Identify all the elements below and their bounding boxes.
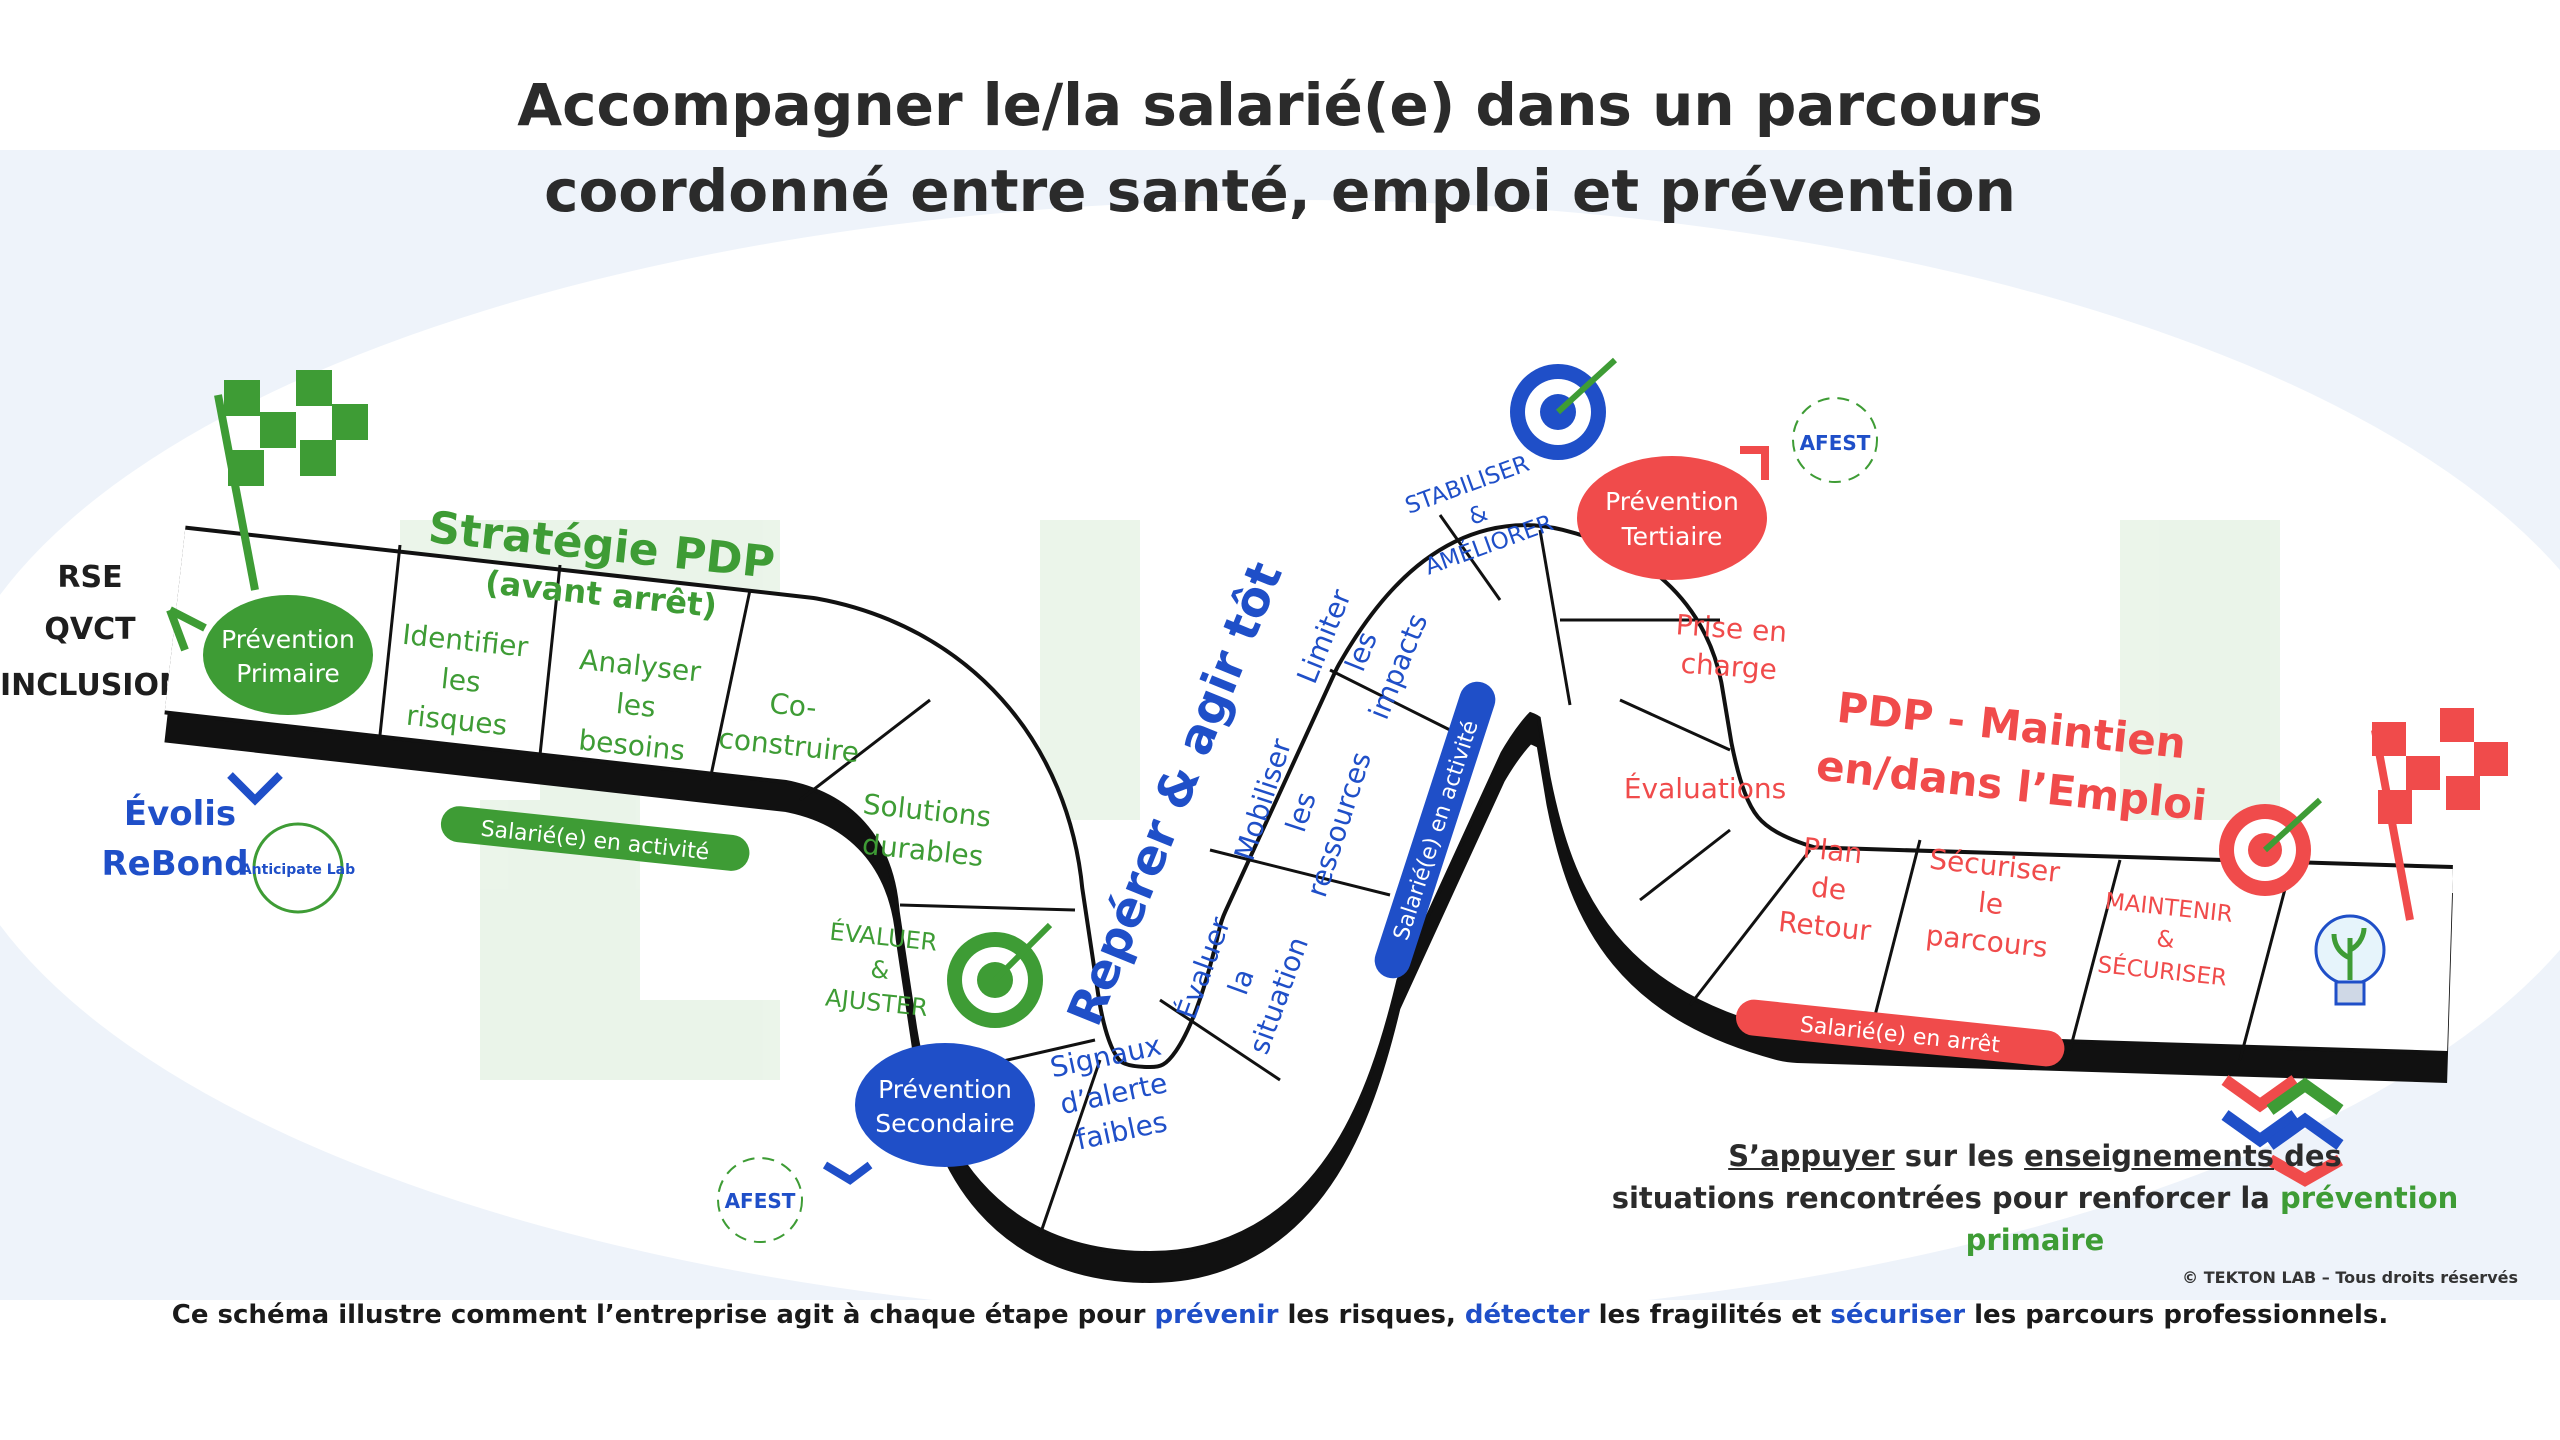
badge-prevention-primaire: Prévention Primaire [203,595,373,715]
label-qvct: QVCT [44,612,136,647]
svg-text:Prise en: Prise en [1675,608,1788,649]
svg-text:Tertiaire: Tertiaire [1621,522,1723,551]
footer-part-2: les risques, [1278,1300,1465,1330]
chevron-green-icon [166,606,207,652]
footer-part-3: les fragilités et [1589,1300,1831,1330]
finish-flag-icon [2371,708,2508,921]
start-flag-icon [214,370,368,591]
page-title: Accompagner le/la salarié(e) dans un par… [0,62,2560,234]
pill-activite-1: Salarié(e) en activité [440,806,750,871]
copyright: © TEKTON LAB – Tous droits réservés [2182,1268,2518,1287]
title-line-1: Accompagner le/la salarié(e) dans un par… [517,71,2043,139]
tile-prise-en-charge: Prise en charge [1675,608,1788,687]
tile-plan-retour: Plan de Retour [1777,831,1873,947]
afest-cycle-2-icon: AFEST [717,1157,803,1243]
svg-text:&: & [2155,926,2176,954]
svg-text:Prévention: Prévention [878,1075,1012,1104]
logo-anticipate-lab: Anticipate Lab [241,822,355,914]
footer-caption: Ce schéma illustre comment l’entreprise … [0,1300,2560,1330]
target-blue-icon [1510,357,1618,460]
svg-text:Plan: Plan [1801,831,1864,870]
svg-text:Anticipate Lab: Anticipate Lab [241,862,355,878]
footer-part-1: Ce schéma illustre comment l’entreprise … [171,1300,1155,1330]
footer-word-detecter: détecter [1464,1300,1590,1330]
lesson-underlined-1: S’appuyer [1728,1139,1895,1173]
footer-part-4: les parcours professionnels. [1965,1300,2389,1330]
svg-text:le: le [1977,886,2005,921]
badge-prevention-tertiaire: Prévention Tertiaire [1577,456,1767,580]
label-rse: RSE [57,560,123,595]
lesson-mid: sur les [1894,1139,2025,1173]
lesson-end: des [2274,1139,2342,1173]
svg-text:Évaluations: Évaluations [1624,771,1786,805]
lightbulb-icon [2314,914,2386,1006]
target-red-icon [2219,797,2323,896]
footer-word-prevenir: prévenir [1154,1300,1279,1330]
logo-rebond: ReBond [101,844,248,884]
lesson-underlined-2: enseignements [2024,1139,2274,1173]
svg-text:Co-: Co- [768,687,819,725]
lesson-line2-start: situations rencontrées pour renforcer la [1611,1181,2280,1215]
logo-evolis: Évolis [124,793,236,834]
tile-separators [378,514,2292,1236]
chevron-blue-2-icon [822,1161,873,1185]
svg-text:Prévention: Prévention [221,625,355,654]
chevron-blue-icon [227,772,283,806]
lesson-line-2: situations rencontrées pour renforcer la… [1600,1177,2470,1261]
svg-text:Secondaire: Secondaire [875,1109,1014,1138]
badge-prevention-secondaire: Prévention Secondaire [855,1043,1035,1167]
footer-word-securiser: sécuriser [1830,1300,1966,1330]
svg-text:Prévention: Prévention [1605,487,1739,516]
lesson-text: S’appuyer sur les enseignements des situ… [1600,1135,2470,1261]
svg-text:les: les [440,662,483,699]
svg-text:AFEST: AFEST [1800,431,1871,455]
target-green-icon [947,922,1053,1028]
afest-cycle-icon: AFEST [1792,397,1878,483]
svg-text:AFEST: AFEST [725,1189,796,1213]
svg-text:Primaire: Primaire [236,659,340,688]
lesson-line-1: S’appuyer sur les enseignements des [1600,1135,2470,1177]
tile-evaluations: Évaluations [1624,771,1786,805]
label-inclusion: INCLUSION [0,668,185,703]
arrows-icon [2221,1075,2344,1187]
title-line-2: coordonné entre santé, emploi et prévent… [544,157,2016,225]
lesson-green: prévention primaire [1965,1181,2459,1257]
left-labels: RSE QVCT INCLUSION [0,560,185,703]
chevron-red-icon [1740,446,1769,480]
svg-text:les: les [615,687,658,724]
svg-text:&: & [869,955,891,985]
svg-text:de: de [1810,870,1848,906]
svg-text:charge: charge [1680,647,1778,687]
svg-text:&: & [1465,500,1491,531]
